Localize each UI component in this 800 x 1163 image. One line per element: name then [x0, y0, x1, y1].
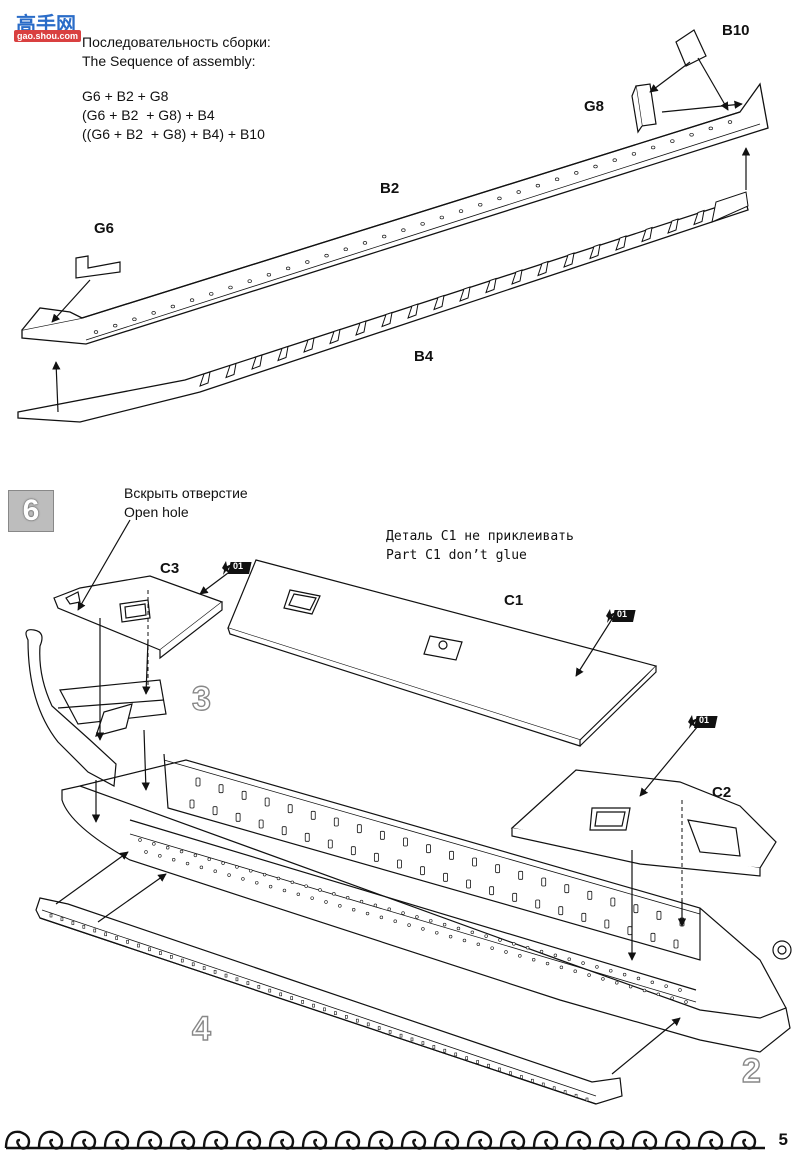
sub-assembly-2: 2	[741, 1051, 761, 1090]
star-badge-c3: 01	[220, 560, 254, 576]
open-hole-ru: Вскрыть отверстие	[124, 485, 248, 501]
sequence-line-1: G6 + B2 + G8	[82, 88, 169, 104]
b2-holes	[93, 120, 733, 334]
part-c3-deck	[53, 575, 224, 660]
label-c1: C1	[504, 592, 524, 609]
sub-assembly-3: 3	[191, 679, 211, 718]
hull-holes	[138, 838, 688, 1004]
star-label-c2: 01	[699, 715, 710, 725]
label-b10: B10	[722, 22, 750, 39]
label-c3: C3	[160, 560, 180, 577]
site-logo: 高手网 gao.shou.com	[6, 6, 82, 48]
sequence-title-en: The Sequence of assembly:	[82, 53, 256, 69]
assembly-sequence: Последовательность сборки: The Sequence …	[82, 33, 271, 144]
label-b2: B2	[380, 180, 400, 197]
label-b4: B4	[414, 348, 434, 365]
step-number-badge: 6	[8, 490, 54, 532]
rail-4-holes	[49, 913, 589, 1102]
hull-ports	[189, 777, 685, 949]
part-c2-deck	[510, 769, 777, 877]
wave-border	[4, 1130, 765, 1150]
logo-subtext: gao.shou.com	[14, 30, 82, 42]
open-hole-note: Вскрыть отверстие Open hole	[124, 484, 248, 522]
c1-note: Деталь C1 не приклеивать Part C1 don’t g…	[386, 527, 574, 565]
c1-note-ru: Деталь C1 не приклеивать	[386, 529, 574, 544]
part-g8	[631, 83, 657, 134]
star-label-c3: 01	[233, 561, 244, 571]
sequence-line-2: (G6 + B2 + G8) + B4	[82, 107, 215, 123]
part-c1-deck	[227, 559, 658, 747]
part-b4-strip	[17, 197, 749, 423]
page-number: 5	[778, 1130, 788, 1149]
label-g8: G8	[584, 98, 605, 115]
star-label-c1: 01	[617, 609, 628, 619]
star-badge-c2: 01	[686, 714, 720, 730]
sub-assembly-4: 4	[191, 1009, 211, 1048]
sequence-title-ru: Последовательность сборки:	[82, 34, 271, 50]
part-g6	[75, 255, 121, 279]
part-3-bow	[25, 629, 167, 787]
part-b10	[675, 29, 707, 67]
c1-note-en: Part C1 don’t glue	[386, 548, 527, 563]
part-4-rail	[35, 897, 623, 1105]
sequence-line-3: ((G6 + B2 + G8) + B4) + B10	[82, 126, 265, 142]
b4-teeth	[199, 191, 749, 387]
label-c2: C2	[712, 784, 732, 801]
label-g6: G6	[94, 220, 115, 237]
open-hole-en: Open hole	[124, 504, 189, 520]
star-badge-c1: 01	[604, 608, 638, 624]
